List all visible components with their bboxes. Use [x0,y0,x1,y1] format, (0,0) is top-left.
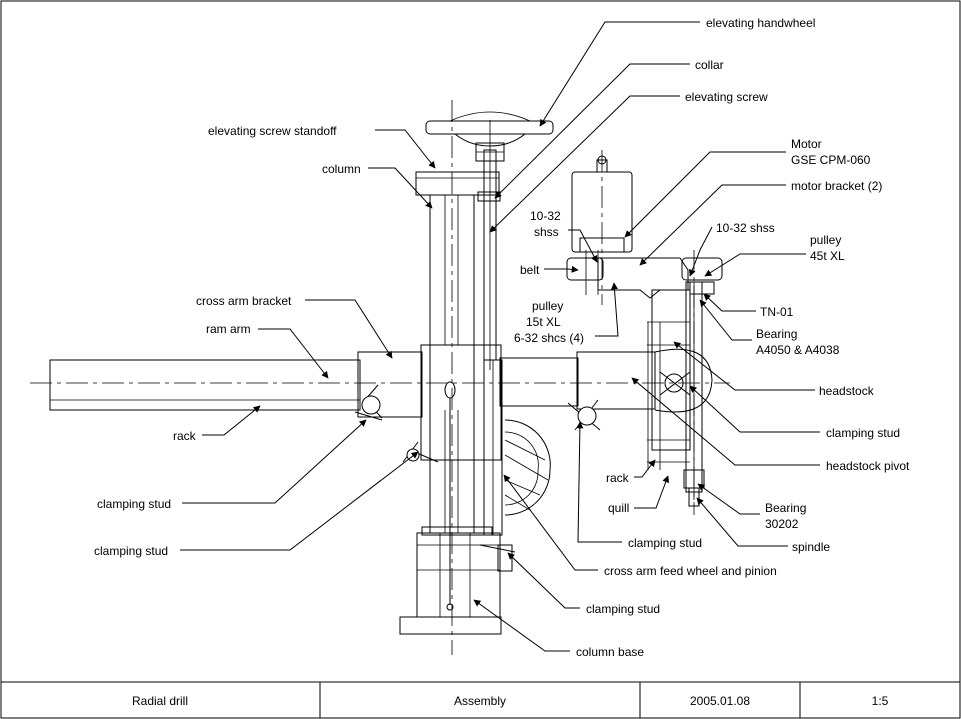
title-block-scale: 1:5 [872,694,889,708]
headstock-body [651,289,691,451]
title-block-name: Radial drill [132,694,188,708]
label-column: column [322,162,361,176]
title-block-date: 2005.01.08 [690,694,750,708]
standoff-block [415,171,500,196]
label-pulley-45-1: pulley [810,233,841,247]
label-quill: quill [608,501,629,515]
label-tn01: TN-01 [760,305,794,319]
label-elevating-screw-standoff: elevating screw standoff [208,124,337,138]
label-motor: Motor [791,137,822,151]
label-shss-left-2: shss [534,225,559,239]
label-bearing-a4050-2: A4050 & A4038 [756,343,840,357]
label-clamping-stud-bottom: clamping stud [586,602,660,616]
label-bearing-a4050-1: Bearing [756,327,797,341]
label-spindle: spindle [792,540,830,554]
label-clamping-stud-left-2: clamping stud [94,544,168,558]
label-pulley-45-2: 45t XL [810,249,845,263]
leader-lines [180,21,820,652]
label-ram-arm: ram arm [206,322,251,336]
label-clamping-stud-left-1: clamping stud [97,497,171,511]
label-cross-arm-bracket: cross arm bracket [196,294,292,308]
label-belt: belt [520,263,540,277]
label-shss-right: 10-32 shss [716,221,775,235]
headstock-mount [576,351,656,410]
label-column-base: column base [576,645,644,659]
feed-wheel [504,419,551,516]
label-headstock: headstock [819,384,875,398]
label-cross-arm-feed: cross arm feed wheel and pinion [604,564,777,578]
pulley-45t [681,257,723,281]
label-rack-right: rack [606,471,630,485]
label-clamping-stud-center: clamping stud [628,536,702,550]
label-motor-model: GSE CPM-060 [791,153,871,167]
label-shss-left-1: 10-32 [530,209,561,223]
title-block: Radial drill Assembly 2005.01.08 1:5 [1,681,960,718]
label-rack-left: rack [173,429,197,443]
label-clamping-stud-right: clamping stud [826,426,900,440]
column-base-body [416,532,501,618]
label-bearing-30202-1: Bearing [765,501,806,515]
cross-arm-bracket-block [420,344,502,461]
label-bearing-30202-2: 30202 [765,517,799,531]
machine-geometry [30,100,730,655]
column-base-plate [399,616,502,635]
label-pulley-15-2: 15t XL [526,315,561,329]
motor-bracket-body [597,257,689,299]
label-elevating-handwheel: elevating handwheel [706,16,815,30]
label-shcs: 6-32 shcs (4) [514,331,584,345]
label-headstock-pivot: headstock pivot [826,459,910,473]
annotation-labels: elevating handwheel collar elevating scr… [94,16,910,659]
title-block-type: Assembly [454,694,506,708]
ram-arm-body [49,359,361,411]
label-collar: collar [695,58,724,72]
label-pulley-15-1: pulley [532,299,563,313]
label-elevating-screw: elevating screw [685,90,768,104]
label-motor-bracket: motor bracket (2) [791,179,882,193]
handwheel-rim [425,120,554,135]
